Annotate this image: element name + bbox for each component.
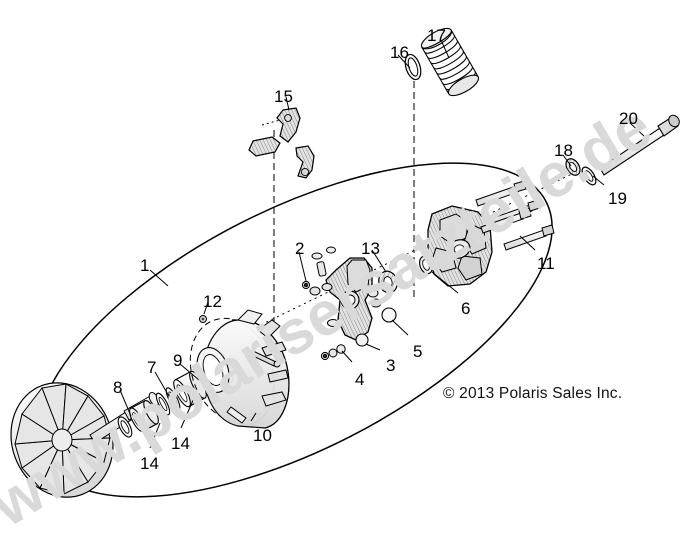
leader-11	[519, 235, 536, 251]
callout-8: 8	[113, 378, 123, 397]
callout-20: 20	[619, 109, 638, 128]
callout-5: 5	[413, 342, 423, 361]
sheave-pin-12	[199, 315, 207, 323]
callout-7: 7	[147, 358, 157, 377]
leaders-spring	[397, 39, 450, 69]
leaders-sheave	[203, 301, 257, 422]
callout-15: 15	[274, 87, 293, 106]
callout-13: 13	[361, 239, 380, 258]
callout-3: 3	[386, 356, 396, 375]
clutch-fan-sheave	[10, 382, 160, 498]
leader-1	[149, 269, 169, 287]
sheave-bolt-10	[226, 406, 247, 424]
callout-12: 12	[203, 292, 222, 311]
copyright-notice: © 2013 Polaris Sales Inc.	[443, 385, 623, 402]
washer-18	[565, 158, 581, 176]
callout-6: 6	[461, 299, 471, 318]
callout-14-a: 14	[140, 454, 159, 473]
cover-bolts-11	[475, 180, 555, 251]
callout-16: 16	[390, 43, 409, 62]
callout-18: 18	[554, 141, 573, 160]
callout-14-b: 14	[171, 434, 190, 453]
callout-17: 17	[427, 26, 446, 45]
clutch-spring-17	[420, 27, 480, 97]
washer-19	[581, 166, 597, 186]
clutch-cover-housing	[418, 205, 493, 287]
leaders-bolt	[562, 121, 646, 186]
leader-6	[431, 271, 459, 294]
callout-9: 9	[173, 351, 183, 370]
callout-4: 4	[355, 370, 365, 389]
centerline-axis	[273, 70, 415, 330]
leaders-spider	[298, 249, 409, 363]
shift-weights-15	[248, 107, 315, 179]
leaders-spacers	[119, 363, 200, 449]
spring-washer-16	[404, 53, 422, 81]
spider-assembly	[301, 246, 398, 361]
roller-13	[367, 270, 398, 308]
center-bolt-20	[599, 114, 680, 176]
leader-15	[285, 96, 290, 111]
callout-11: 11	[537, 254, 555, 273]
callout-19: 19	[608, 189, 627, 208]
callout-10: 10	[253, 426, 272, 445]
callout-2: 2	[295, 239, 305, 258]
moveable-sheave	[189, 309, 290, 429]
assembly-axis-dotted	[249, 169, 581, 331]
callout-1: 1	[140, 256, 150, 275]
